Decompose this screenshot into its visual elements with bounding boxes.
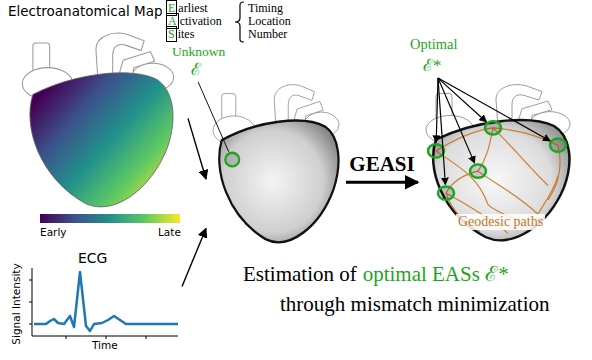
svg-ellipse [550, 138, 566, 151]
heart-unknown-sites [206, 80, 346, 245]
colorbar-label: Early [40, 226, 67, 238]
flow-arrow [188, 118, 206, 179]
property-label: Number [248, 28, 287, 42]
svg-ellipse [428, 144, 444, 157]
panel-title: Electroanatomical Map [8, 4, 163, 20]
property-label: Timing [248, 2, 283, 16]
panel-title: ECG [78, 250, 107, 266]
path-label: Geodesic paths [456, 214, 545, 230]
svg-path [32, 268, 178, 336]
svg-path [29, 280, 146, 339]
svg-g [436, 128, 560, 233]
summary-text: optimal EASs ℰ* [363, 262, 509, 286]
set-symbol: ℰ [191, 60, 201, 80]
property-label: Location [248, 15, 291, 29]
heart-panel: Unknownℰ [206, 80, 346, 245]
heart-activation-map [14, 28, 182, 210]
acronym-word: Earliest [166, 2, 208, 16]
colorbar [40, 214, 180, 223]
svg-line [438, 78, 487, 122]
svg-line [438, 78, 550, 141]
set-symbol: ℰ* [423, 56, 442, 76]
svg-path [548, 145, 560, 200]
flow-arrow [182, 229, 206, 287]
curly-brace [235, 2, 244, 42]
status-label: Optimal [410, 36, 458, 53]
svg-path [219, 121, 338, 243]
svg-ellipse [470, 164, 486, 177]
svg-path [538, 176, 558, 214]
summary-text: Estimation of [243, 262, 357, 286]
svg-polyline [34, 272, 178, 331]
acronym-word: Activation [166, 15, 222, 29]
svg-line [198, 82, 229, 152]
svg-path [493, 128, 558, 145]
svg-g [29, 268, 178, 339]
heart-panel: Optimalℰ*Geodesic paths [418, 80, 578, 243]
svg-ellipse [485, 121, 501, 134]
status-label: Unknown [172, 44, 225, 60]
svg-path [493, 128, 548, 186]
svg-ellipse [438, 186, 454, 199]
svg-path [478, 171, 538, 214]
colorbar-label: Late [158, 226, 181, 238]
heart-panel: ECG Signal IntensityTime [6, 250, 182, 354]
svg-ellipse [225, 153, 239, 167]
acronym-word: Sites [166, 28, 194, 42]
svg-line [438, 78, 475, 163]
method-label: GEASI [349, 152, 414, 176]
svg-line [436, 78, 438, 142]
heart-panel: Electroanatomical Map [6, 4, 188, 212]
flow-arrow [346, 181, 418, 184]
axis-label: Signal Intensity [10, 263, 22, 344]
axis-label: Time [92, 339, 118, 351]
summary-text: through mismatch minimization [280, 292, 549, 316]
svg-path [30, 73, 173, 207]
svg-path [433, 120, 569, 240]
